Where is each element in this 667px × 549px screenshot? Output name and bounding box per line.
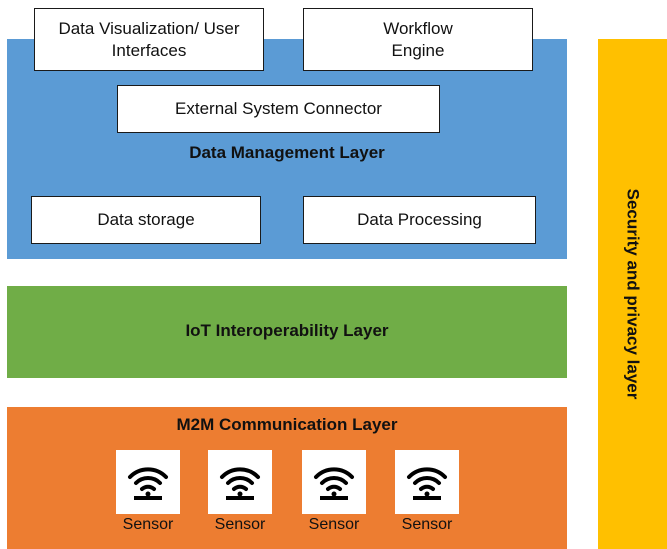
- data-processing-label: Data Processing: [357, 210, 482, 229]
- iot-interoperability-layer: IoT Interoperability Layer: [7, 286, 567, 378]
- wireless-sensor-icon: [314, 467, 354, 500]
- sensor-label: Sensor: [214, 516, 266, 533]
- data-storage-label: Data storage: [97, 210, 195, 229]
- wireless-sensor-icon: [128, 467, 168, 500]
- external-system-connector-box: External System Connector: [117, 85, 440, 133]
- external-system-connector-label: External System Connector: [175, 99, 382, 118]
- security-privacy-layer-title: Security and privacy layer: [623, 188, 643, 400]
- sensor-card: [208, 450, 272, 514]
- m2m-communication-layer-title: M2M Communication Layer: [176, 415, 398, 434]
- wireless-sensor-icon: [220, 467, 260, 500]
- workflow-engine-box: Workflow Engine: [303, 8, 533, 71]
- iot-interoperability-layer-title: IoT Interoperability Layer: [185, 321, 389, 340]
- m2m-communication-layer: M2M Communication Layer: [7, 407, 567, 549]
- data-processing-box: Data Processing: [303, 196, 536, 244]
- wireless-sensor-icon: [407, 467, 447, 500]
- security-privacy-layer: [598, 39, 667, 549]
- workflow-engine-label-line1: Workflow: [383, 18, 453, 38]
- workflow-engine-label-line2: Engine: [391, 40, 445, 60]
- data-management-layer-title: Data Management Layer: [189, 143, 385, 162]
- sensor-label: Sensor: [122, 516, 174, 533]
- data-visualization-label-line2: Interfaces: [111, 40, 187, 60]
- sensor-label: Sensor: [401, 516, 453, 533]
- data-visualization-box: Data Visualization/ User Interfaces: [34, 8, 264, 71]
- sensor-card: [116, 450, 180, 514]
- sensor-label: Sensor: [308, 516, 360, 533]
- data-visualization-label-line1: Data Visualization/ User: [58, 18, 240, 38]
- security-privacy-layer-title-wrap: Security and privacy layer: [598, 39, 667, 549]
- sensor-card: [302, 450, 366, 514]
- sensor-card: [395, 450, 459, 514]
- data-storage-box: Data storage: [31, 196, 261, 244]
